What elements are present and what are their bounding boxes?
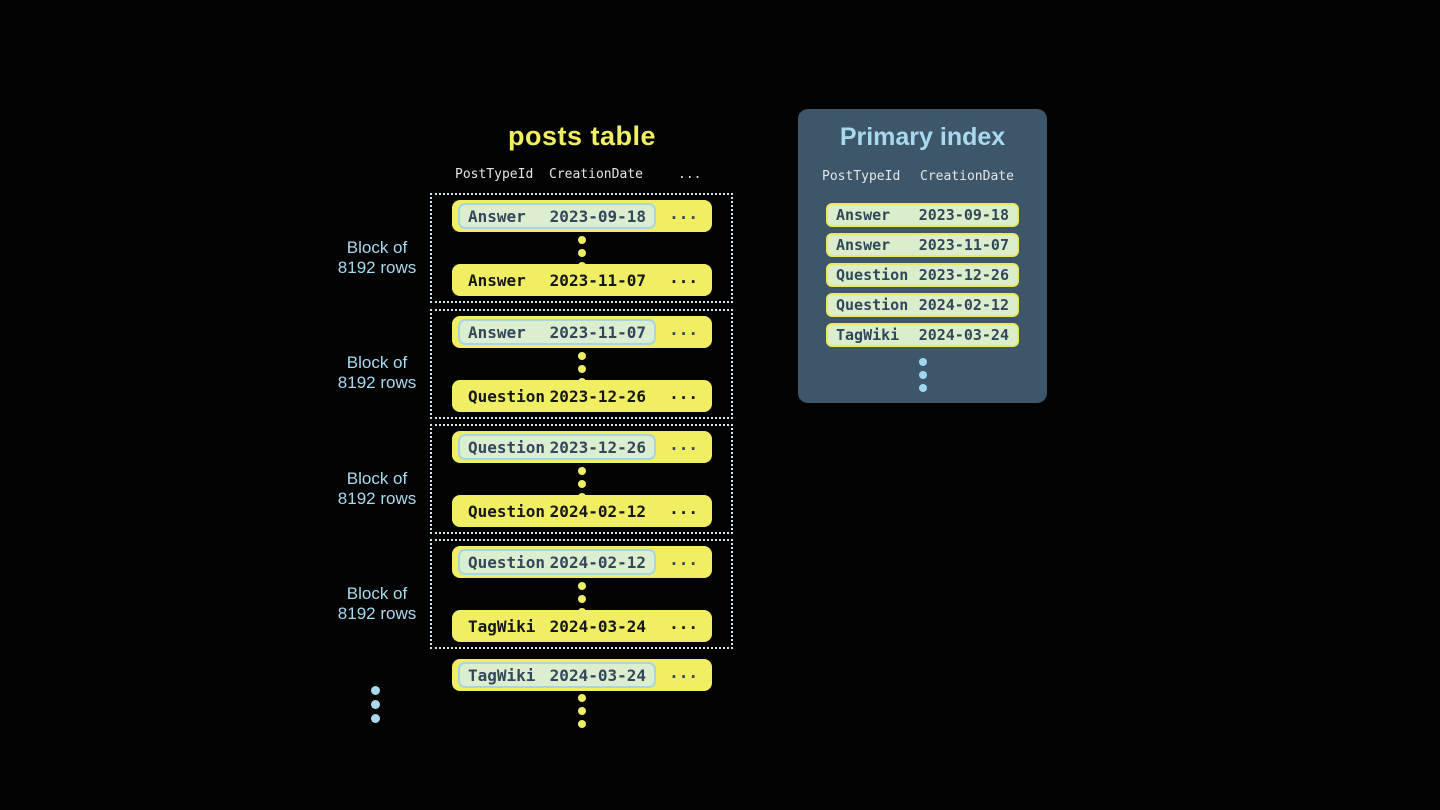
row-ellipsis: ...: [669, 614, 698, 633]
primary-index-panel: Primary index PostTypeId CreationDate An…: [798, 109, 1047, 403]
index-row: TagWiki 2024-03-24: [826, 323, 1019, 347]
cell-posttypeid: Question: [468, 437, 546, 457]
cell-posttypeid: Answer: [836, 206, 891, 224]
index-rows: Answer 2023-09-18 Answer 2023-11-07 Ques…: [826, 203, 1019, 347]
cell-creationdate: 2023-11-07: [918, 236, 1009, 254]
block-label: Block of 8192 rows: [328, 469, 426, 509]
block-label: Block of 8192 rows: [328, 584, 426, 624]
primary-index-title: Primary index: [839, 123, 1006, 151]
table-continues-dots-icon: [578, 694, 586, 728]
row-ellipsis: ...: [669, 550, 698, 569]
block-label: Block of 8192 rows: [328, 238, 426, 278]
indexed-row-highlight: Answer 2023-11-07: [458, 319, 656, 345]
cell-creationdate: 2023-09-18: [549, 206, 646, 226]
row-cells: Answer 2023-11-07: [458, 267, 656, 293]
cell-posttypeid: Answer: [836, 236, 891, 254]
indexed-row-highlight: Question 2023-12-26: [458, 434, 656, 460]
cell-posttypeid: Question: [468, 501, 546, 521]
block-label-line1: Block of: [346, 469, 408, 488]
cell-creationdate: 2023-09-18: [918, 206, 1009, 224]
table-row: Answer 2023-11-07 ...: [452, 264, 712, 296]
row-ellipsis: ...: [669, 320, 698, 339]
row-cells: Question 2024-02-12: [458, 498, 656, 524]
more-blocks-dots-icon: [371, 686, 380, 723]
indexed-row-highlight: TagWiki 2024-03-24: [458, 662, 656, 688]
index-column-header-posttypeid: PostTypeId: [822, 169, 901, 184]
table-row: Question 2024-02-12 ...: [452, 495, 712, 527]
row-cells: Question 2023-12-26: [458, 383, 656, 409]
posts-column-header-creationdate: CreationDate: [549, 167, 643, 182]
row-ellipsis: ...: [669, 435, 698, 454]
posts-table-title: posts table: [507, 121, 657, 151]
block-label-line2: 8192 rows: [337, 373, 417, 392]
block-label-line1: Block of: [346, 353, 408, 372]
cell-posttypeid: Question: [468, 552, 546, 572]
table-row: Question 2023-12-26 ...: [452, 431, 712, 463]
cell-posttypeid: Question: [468, 386, 546, 406]
table-row: Question 2024-02-12 ...: [452, 546, 712, 578]
cell-posttypeid: TagWiki: [468, 616, 536, 636]
block-2: Answer 2023-11-07 ... Question 2023-12-2…: [430, 309, 733, 419]
block-label: Block of 8192 rows: [328, 353, 426, 393]
cell-creationdate: 2023-11-07: [549, 270, 646, 290]
cell-creationdate: 2024-02-12: [918, 296, 1009, 314]
cell-posttypeid: TagWiki: [836, 326, 900, 344]
cell-creationdate: 2024-03-24: [549, 616, 646, 636]
index-row: Question 2024-02-12: [826, 293, 1019, 317]
cell-creationdate: 2024-03-24: [918, 326, 1009, 344]
index-continues-dots-icon: [918, 358, 927, 392]
table-row: Answer 2023-11-07 ...: [452, 316, 712, 348]
cell-posttypeid: Answer: [468, 322, 526, 342]
row-ellipsis: ...: [669, 268, 698, 287]
posts-column-header-posttypeid: PostTypeId: [455, 167, 534, 182]
index-row: Answer 2023-11-07: [826, 233, 1019, 257]
cell-posttypeid: Question: [836, 266, 909, 284]
index-column-header-creationdate: CreationDate: [920, 169, 1014, 184]
posts-column-header-ellipsis: ...: [678, 167, 702, 182]
cell-creationdate: 2024-02-12: [549, 501, 646, 521]
cell-creationdate: 2024-03-24: [549, 665, 646, 685]
block-4: Question 2024-02-12 ... TagWiki 2024-03-…: [430, 539, 733, 649]
row-ellipsis: ...: [669, 663, 698, 682]
cell-posttypeid: Answer: [468, 270, 526, 290]
cell-creationdate: 2023-12-26: [918, 266, 1009, 284]
cell-creationdate: 2023-12-26: [549, 437, 646, 457]
row-ellipsis: ...: [669, 204, 698, 223]
table-row: TagWiki 2024-03-24 ...: [452, 610, 712, 642]
table-row: Answer 2023-09-18 ...: [452, 200, 712, 232]
block-3: Question 2023-12-26 ... Question 2024-02…: [430, 424, 733, 534]
block-label-line2: 8192 rows: [337, 604, 417, 623]
table-row-next-block: TagWiki 2024-03-24 ...: [452, 659, 712, 691]
cell-creationdate: 2023-12-26: [549, 386, 646, 406]
row-ellipsis: ...: [669, 384, 698, 403]
index-row: Answer 2023-09-18: [826, 203, 1019, 227]
block-1: Answer 2023-09-18 ... Answer 2023-11-07 …: [430, 193, 733, 303]
block-label-line2: 8192 rows: [337, 258, 417, 277]
table-row: Question 2023-12-26 ...: [452, 380, 712, 412]
index-row: Question 2023-12-26: [826, 263, 1019, 287]
indexed-row-highlight: Question 2024-02-12: [458, 549, 656, 575]
row-ellipsis: ...: [669, 499, 698, 518]
block-label-line1: Block of: [346, 584, 408, 603]
cell-creationdate: 2023-11-07: [549, 322, 646, 342]
cell-creationdate: 2024-02-12: [549, 552, 646, 572]
indexed-row-highlight: Answer 2023-09-18: [458, 203, 656, 229]
cell-posttypeid: Question: [836, 296, 909, 314]
cell-posttypeid: TagWiki: [468, 665, 536, 685]
cell-posttypeid: Answer: [468, 206, 526, 226]
block-label-line2: 8192 rows: [337, 489, 417, 508]
block-label-line1: Block of: [346, 238, 408, 257]
row-cells: TagWiki 2024-03-24: [458, 613, 656, 639]
